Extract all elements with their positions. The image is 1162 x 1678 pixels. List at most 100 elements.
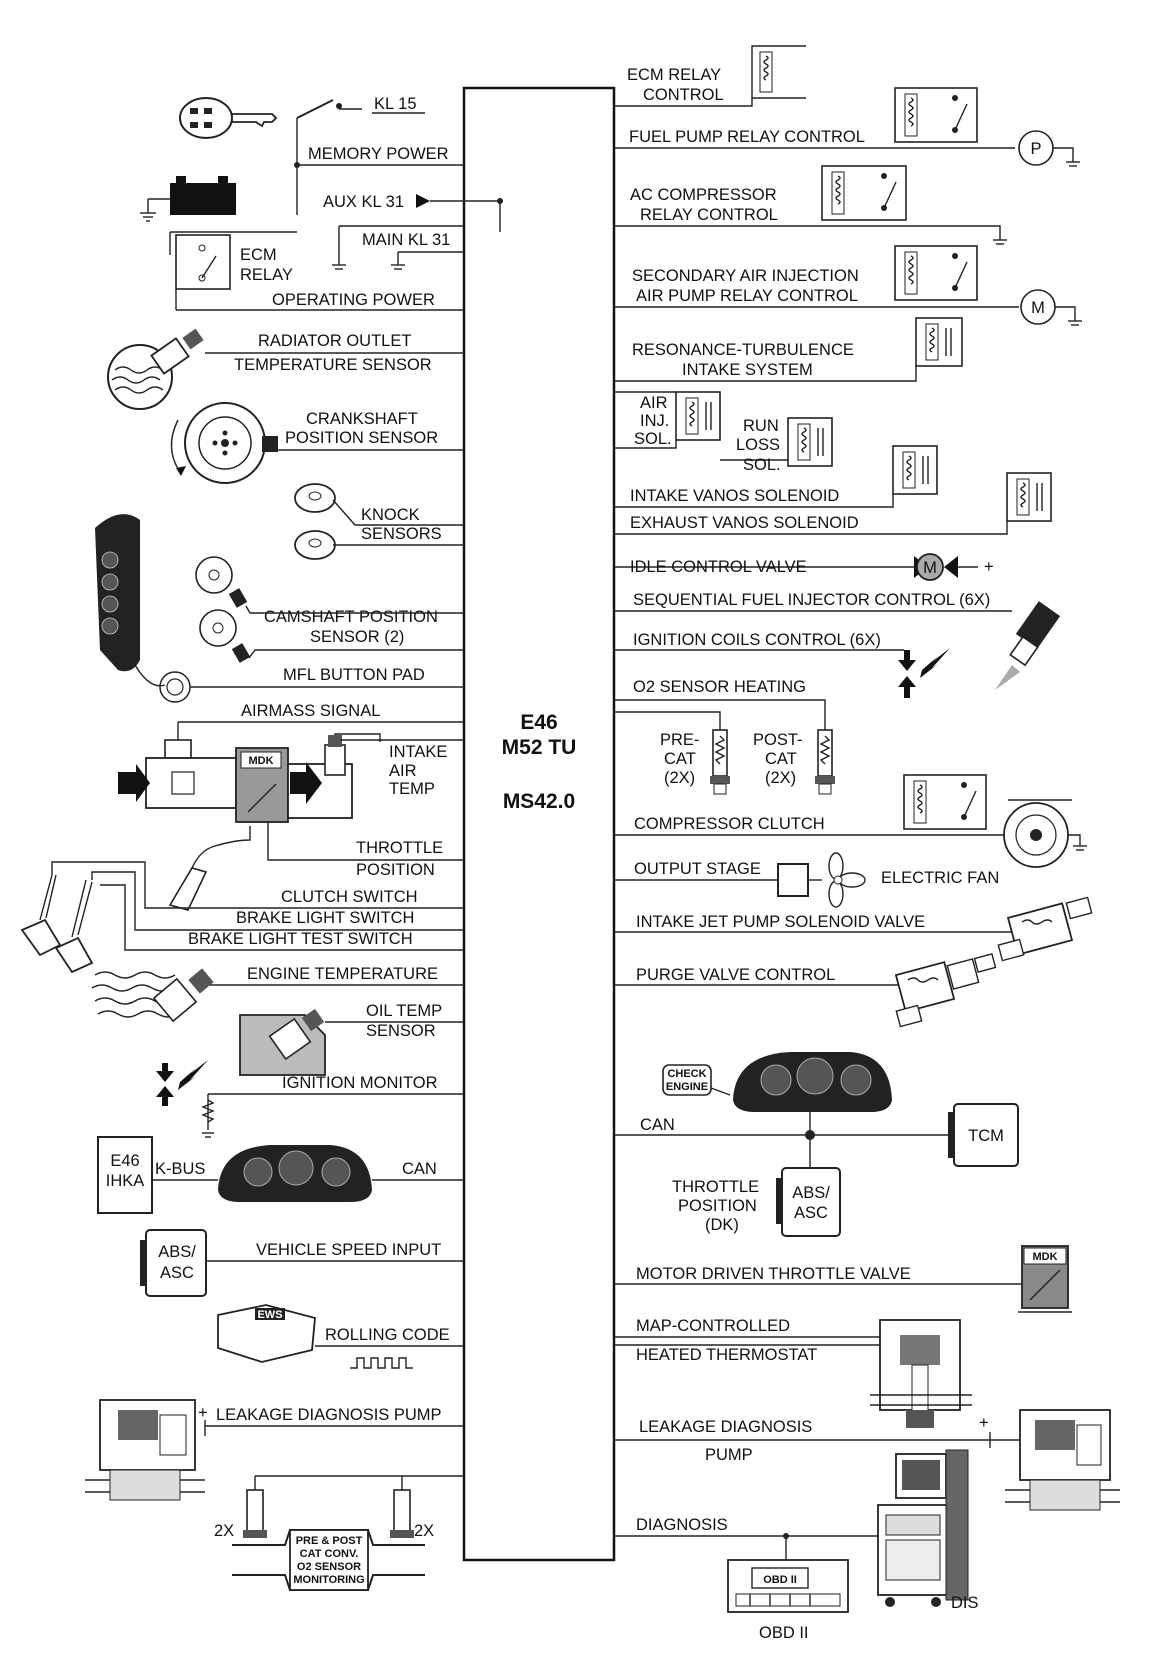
ihka-label-1: E46 [110,1152,139,1170]
ews-module-icon: EWS [217,1304,316,1363]
post-cat-label-2: CAT [765,750,797,768]
catalytic-converter-icon [232,1529,425,1591]
two-x-left-label: 2X [214,1522,234,1540]
svg-text:MDK: MDK [1032,1251,1057,1263]
post-cat-label-3: (2X) [765,769,796,787]
knock-label-2: SENSORS [361,525,442,543]
fuel-pump-label: FUEL PUMP RELAY CONTROL [629,128,865,146]
air-injection-label-1: AIR [640,394,668,412]
air-injection-label-2: INJ. [640,412,669,430]
ihka-label-2: IHKA [106,1172,145,1190]
obd-label: OBD II [759,1624,809,1642]
idle-control-label: IDLE CONTROL VALVE [630,558,807,576]
brake-light-test-label: BRAKE LIGHT TEST SWITCH [188,930,413,948]
knock-label-1: KNOCK [361,506,420,524]
o2-sensors-right-icon [710,729,835,795]
ecm-relay-control-label-2: CONTROL [643,86,724,104]
o2-monitoring-label-2: CAT CONV. [300,1548,359,1560]
secondary-air-label-1: SECONDARY AIR INJECTION [632,267,859,285]
compressor-clutch-label: COMPRESSOR CLUTCH [634,815,825,833]
fuel-pump-relay-icon [894,87,978,143]
secondary-air-label-2: AIR PUMP RELAY CONTROL [636,287,858,305]
can-left-label: CAN [402,1160,437,1178]
throttle-dk-label-2: POSITION [678,1197,757,1215]
two-x-right-label: 2X [414,1522,434,1540]
instrument-cluster-left-icon [218,1145,372,1202]
output-stage-label: OUTPUT STAGE [634,860,761,878]
ac-compressor-label-1: AC COMPRESSOR [630,186,777,204]
ac-compressor-icon [1003,799,1072,868]
camshaft-sensors-icon [195,556,251,663]
o2-heating-label: O2 SENSOR HEATING [633,678,806,696]
resonance-solenoid-icon [915,317,963,367]
intake-vanos-solenoid-icon [892,445,938,495]
can-right-label: CAN [640,1116,675,1134]
o2-sensors-left-icon [243,1489,414,1538]
crankshaft-sensor-icon [170,402,278,484]
air-injection-label-3: SOL. [634,430,672,448]
battery-icon [140,176,236,222]
knock-sensors-icon [294,483,336,560]
vehicle-speed-label: VEHICLE SPEED INPUT [256,1241,441,1259]
throttle-position-label-1: THROTTLE [356,839,443,857]
intake-air-temp-sensor-icon [287,735,353,819]
secondary-air-relay-icon [894,245,978,301]
check-engine-badge: CHECK ENGINE [662,1064,731,1096]
leakage-pump-left-icon [85,1399,205,1501]
radiator-label-2: TEMPERATURE SENSOR [234,356,432,374]
operating-power-label: OPERATING POWER [272,291,435,309]
exhaust-vanos-solenoid-icon [1006,472,1052,522]
oil-temp-sensor-icon [239,1008,326,1076]
ignition-key-icon [179,97,278,139]
o2-monitoring-label-3: O2 SENSOR [297,1561,361,1573]
accelerator-pedal-icon [168,826,251,911]
throttle-dk-label-3: (DK) [705,1216,739,1234]
main-kl31-label: MAIN KL 31 [362,231,450,249]
abs-asc-right-module [781,1167,841,1237]
ecm-relay-label-1: ECM [240,246,277,264]
dis-label: DIS [951,1594,979,1612]
fuel-injector-icon [995,601,1061,690]
electric-fan-icon [828,852,866,908]
intake-air-temp-label-2: AIR [389,762,417,780]
pedal-switches-icon [20,874,94,974]
ignition-coils-label: IGNITION COILS CONTROL (6X) [633,631,881,649]
brake-light-switch-label: BRAKE LIGHT SWITCH [236,909,414,927]
compressor-clutch-relay-icon [903,774,987,830]
injector-label: SEQUENTIAL FUEL INJECTOR CONTROL (6X) [633,591,990,609]
ldp-right-label-2: PUMP [705,1446,753,1464]
svg-text:P: P [1030,140,1041,158]
ecm-model-line2: M52 TU [502,736,577,759]
aux-kl31-label: AUX KL 31 [323,193,404,211]
ignition-spark-icon [156,1060,208,1106]
kl15-switch [296,99,334,119]
mdk-throttle-icon: MDK [235,747,289,823]
map-thermostat-label-2: HEATED THERMOSTAT [636,1346,817,1364]
radiator-label-1: RADIATOR OUTLET [258,332,411,350]
run-loss-solenoid-icon [787,417,833,467]
crankshaft-label-1: CRANKSHAFT [306,410,418,428]
mdk-right-icon: MDK [1018,1245,1072,1313]
leakage-pump-right-icon [1005,1409,1120,1511]
run-loss-label-1: RUN [743,417,779,435]
electric-fan-label: ELECTRIC FAN [881,869,999,887]
svg-text:ENGINE: ENGINE [666,1081,708,1093]
jet-pump-label: INTAKE JET PUMP SOLENOID VALVE [636,913,925,931]
memory-power-label: MEMORY POWER [308,145,449,163]
air-injection-solenoid-icon [675,391,721,441]
mfl-button-pad-icon [95,514,191,703]
ecm-box [462,86,616,1562]
purge-valve-label: PURGE VALVE CONTROL [636,966,835,984]
svg-text:M: M [1031,299,1045,317]
ldp-left-label: LEAKAGE DIAGNOSIS PUMP [216,1406,442,1424]
ecm-model-line3: MS42.0 [503,790,575,813]
dis-tester-icon [877,1449,969,1607]
svg-text:CHECK: CHECK [667,1068,706,1080]
abs-asc-left-label-2: ASC [160,1264,194,1282]
camshaft-label-2: SENSOR (2) [310,628,404,646]
ignition-monitor-label: IGNITION MONITOR [282,1074,438,1092]
obd-connector-icon: OBD II [727,1559,849,1613]
abs-asc-left-module [145,1229,207,1297]
intake-vanos-label: INTAKE VANOS SOLENOID [630,487,839,505]
ac-compressor-label-2: RELAY CONTROL [640,206,778,224]
